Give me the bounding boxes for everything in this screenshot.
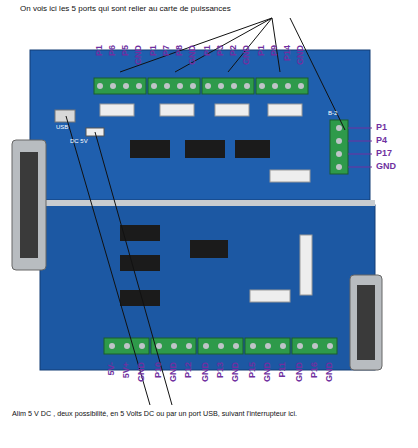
pin-label: P10 bbox=[154, 362, 163, 378]
pin-label: P12 bbox=[184, 362, 193, 378]
pin-label: GND bbox=[242, 45, 251, 65]
pin-label: GND bbox=[325, 362, 334, 382]
pin-label: P11 bbox=[278, 362, 287, 378]
pin-label: P1 bbox=[203, 45, 212, 56]
pin-label: GND bbox=[263, 362, 272, 382]
pin-label: P14 bbox=[283, 45, 292, 61]
pin-label: P6 bbox=[108, 45, 117, 56]
pin-label: GND bbox=[201, 362, 210, 382]
pin-label: P5 bbox=[121, 45, 130, 56]
silkscreen-text: DC 5V bbox=[70, 138, 88, 144]
pin-label: GND bbox=[295, 362, 304, 382]
silkscreen-text: B-2 bbox=[328, 110, 337, 116]
pin-label: P1 bbox=[149, 45, 158, 56]
pin-label: P1 bbox=[376, 123, 387, 132]
pcb-lower bbox=[40, 205, 375, 370]
pin-label: P7 bbox=[162, 45, 171, 56]
pin-label: P13 bbox=[216, 362, 225, 378]
pin-label: P15 bbox=[248, 362, 257, 378]
pin-label: P16 bbox=[310, 362, 319, 378]
pin-label: 5V+ bbox=[122, 362, 131, 378]
pcb-upper bbox=[30, 50, 370, 200]
pin-label: P3 bbox=[216, 45, 225, 56]
pin-label: GND bbox=[296, 45, 305, 65]
pin-label: 5V- bbox=[107, 362, 116, 376]
pin-label: P8 bbox=[175, 45, 184, 56]
pin-label: P9 bbox=[270, 45, 279, 56]
pin-label: P1 bbox=[257, 45, 266, 56]
pin-label: GND bbox=[376, 162, 396, 171]
pin-label: GND bbox=[134, 45, 143, 65]
top-note: On vois ici les 5 ports qui sont relier … bbox=[20, 5, 231, 13]
pin-label: GND bbox=[188, 45, 197, 65]
pin-label: P4 bbox=[376, 136, 387, 145]
pin-label: GND bbox=[137, 362, 146, 382]
pin-label: GND bbox=[231, 362, 240, 382]
bottom-note: Alim 5 V DC , deux possibilité, en 5 Vol… bbox=[12, 410, 297, 417]
leader-lines bbox=[66, 18, 345, 405]
pin-label: P1 bbox=[95, 45, 104, 56]
pin-label: GND bbox=[169, 362, 178, 382]
pin-label: P17 bbox=[376, 149, 392, 158]
pin-label: P2 bbox=[229, 45, 238, 56]
silkscreen-text: USB bbox=[56, 124, 68, 130]
